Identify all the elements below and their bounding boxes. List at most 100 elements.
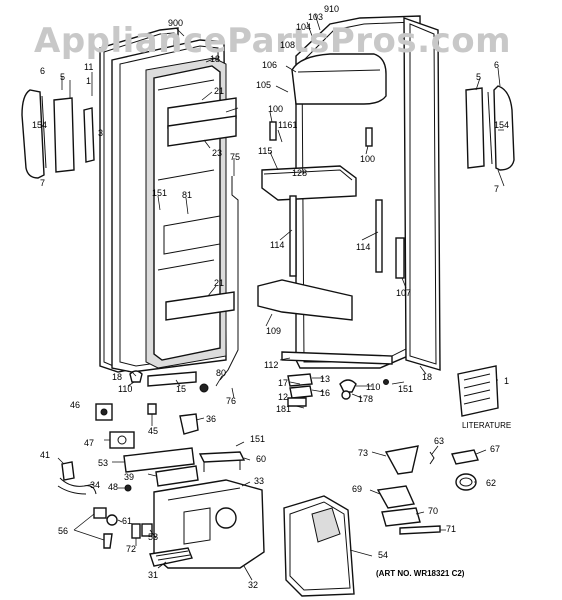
callout-label: 1: [86, 76, 91, 86]
shelf-retainer-13: [287, 373, 313, 407]
callout-label: 108: [280, 40, 295, 50]
callout-label: 105: [256, 80, 271, 90]
bar-71: [399, 525, 441, 535]
tray-31: [149, 547, 193, 567]
fresh-food-door-dairy-cover: [291, 53, 387, 105]
callout-label: 41: [40, 450, 50, 460]
callout-label: 5: [476, 72, 481, 82]
freezer-door-bin-middle: [163, 215, 221, 255]
fresh-food-door-gasket: [403, 17, 441, 371]
callout-label: 63: [434, 436, 444, 446]
part-56: [93, 507, 113, 549]
callout-label: 54: [378, 550, 388, 560]
freezer-door-shelf-bottom: [165, 291, 235, 321]
freezer-handle-set: [21, 89, 95, 179]
part-58: [141, 523, 153, 537]
callout-label: 128: [292, 168, 307, 178]
callout-label: 34: [90, 480, 100, 490]
callout-label: 32: [248, 580, 258, 590]
callout-label: 46: [70, 400, 80, 410]
callout-label: 39: [124, 472, 134, 482]
callout-label: 154: [494, 120, 509, 130]
callout-label: 181: [276, 404, 291, 414]
art-number: (ART NO. WR18321 C2): [376, 569, 465, 578]
callout-label: 81: [182, 190, 192, 200]
fresh-food-door-rail-right: [375, 199, 383, 273]
callout-label: 151: [250, 434, 265, 444]
callout-label: 151: [152, 188, 167, 198]
watermark: AppliancePartsPros.com: [34, 21, 511, 61]
funnel-73: [384, 445, 419, 475]
fresh-food-handle-set: [465, 85, 515, 171]
shelf-support-100: [269, 121, 373, 147]
fresh-food-door-shelf-128: [261, 165, 357, 201]
callout-label: 110: [118, 384, 132, 394]
callout-label: 67: [490, 444, 500, 454]
callout-label: 58: [148, 532, 158, 542]
callout-label: 13: [320, 374, 330, 384]
callout-label: 71: [446, 524, 456, 534]
callout-label: 18: [422, 372, 432, 382]
callout-label: 7: [494, 184, 499, 194]
fresh-food-door-bottom-trim: [281, 351, 393, 365]
part-45: [147, 403, 157, 415]
callout-label: 12: [278, 392, 288, 402]
callout-label: 112: [264, 360, 278, 370]
callout-label: 16: [320, 388, 330, 398]
callout-label: 18: [210, 54, 220, 64]
callout-label: 76: [226, 396, 236, 406]
callout-label: 100: [268, 104, 283, 114]
bracket-70: [381, 507, 421, 527]
callout-label: 103: [308, 12, 323, 22]
part-63: [429, 451, 435, 465]
part-72: [131, 523, 141, 539]
callout-label: 1: [504, 376, 509, 386]
dispenser-cover-54: [283, 495, 355, 597]
callout-label: 17: [278, 378, 288, 388]
callout-label: 60: [256, 454, 266, 464]
fresh-food-door-shelf-109: [257, 279, 353, 321]
callout-label: 151: [398, 384, 413, 394]
ice-chute-assembly-33: [153, 479, 265, 569]
callout-label: 115: [258, 146, 272, 156]
freezer-door-shelf-top: [167, 97, 237, 147]
callout-label: 21: [214, 86, 224, 96]
callout-label: 73: [358, 448, 368, 458]
callout-label: 56: [58, 526, 68, 536]
callout-label: 6: [40, 66, 45, 76]
plate-39: [155, 465, 199, 487]
callout-label: 33: [254, 476, 264, 486]
callout-label: 62: [486, 478, 496, 488]
callout-label: 75: [230, 152, 240, 162]
callout-label: 178: [358, 394, 373, 404]
part-61: [106, 514, 118, 526]
callout-label: 114: [270, 240, 284, 250]
callout-label: 45: [148, 426, 158, 436]
callout-label: 61: [122, 516, 132, 526]
callout-labels: 900 910 103 104 108 18 6 5 11 1 154 3 7 …: [32, 4, 509, 590]
callout-label: 53: [98, 458, 108, 468]
callout-label: 36: [206, 414, 216, 424]
callout-label: 106: [262, 60, 277, 70]
water-tube-75: [219, 176, 239, 381]
screw-151: [383, 379, 389, 385]
switch-46: [95, 403, 113, 421]
callout-label: 114: [356, 242, 370, 252]
callout-label: 31: [148, 570, 158, 580]
literature-booklet: [457, 365, 499, 417]
door-stop-107: [395, 237, 405, 279]
part-41: [61, 461, 75, 481]
ring-62: [455, 473, 477, 491]
hinge-cam-110: [129, 370, 143, 383]
callout-label: 80: [216, 368, 226, 378]
freezer-door-lower-channel: [131, 371, 209, 393]
handle-60: [198, 451, 246, 472]
callout-label: 21: [214, 278, 224, 288]
part-47: [109, 431, 135, 449]
callout-label: 100: [360, 154, 375, 164]
paddle-69: [376, 485, 416, 509]
callout-label: 70: [428, 506, 438, 516]
part-36: [179, 413, 199, 435]
callout-label: 110: [366, 382, 380, 392]
callout-label: 18: [112, 372, 122, 382]
